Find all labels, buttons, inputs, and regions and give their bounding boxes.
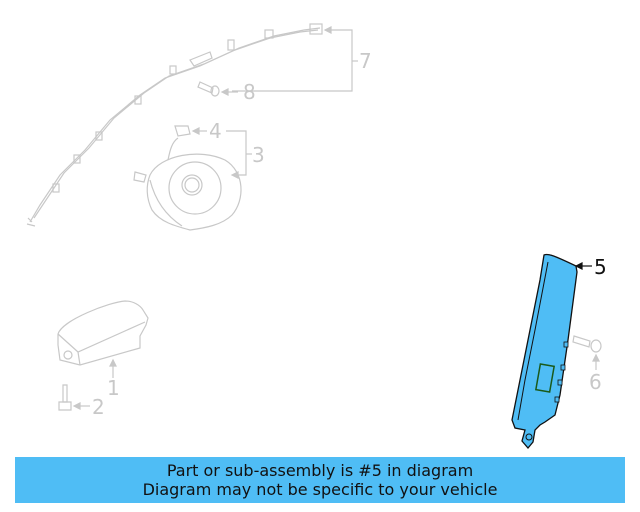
callout-7-leader bbox=[232, 26, 358, 92]
screw-part-6 bbox=[572, 335, 602, 370]
callout-6: 6 bbox=[589, 370, 602, 394]
callout-4: 4 bbox=[209, 119, 222, 143]
callout-2: 2 bbox=[92, 395, 105, 419]
bolt-part-2 bbox=[58, 384, 90, 411]
callout-1: 1 bbox=[107, 376, 120, 400]
callout-7: 7 bbox=[359, 49, 372, 73]
callout-8: 8 bbox=[243, 80, 256, 104]
callout-5[interactable]: 5 bbox=[594, 255, 607, 279]
info-banner: Part or sub-assembly is #5 in diagram Di… bbox=[15, 457, 625, 503]
bolt-part-8 bbox=[197, 81, 238, 97]
callout-3: 3 bbox=[252, 143, 265, 167]
callout-1-leader bbox=[109, 358, 117, 378]
passenger-airbag-part-1 bbox=[57, 300, 149, 366]
trim-panel-part-5 bbox=[511, 253, 578, 450]
callout-3-4-leader bbox=[191, 127, 252, 179]
banner-line-disclaimer: Diagram may not be specific to your vehi… bbox=[142, 480, 498, 499]
curtain-airbag-part-7 bbox=[26, 23, 323, 227]
callout-5-leader bbox=[574, 262, 592, 270]
banner-line-part-number: Part or sub-assembly is #5 in diagram bbox=[166, 461, 474, 480]
steering-wheel-airbag-part-3 bbox=[133, 125, 242, 231]
